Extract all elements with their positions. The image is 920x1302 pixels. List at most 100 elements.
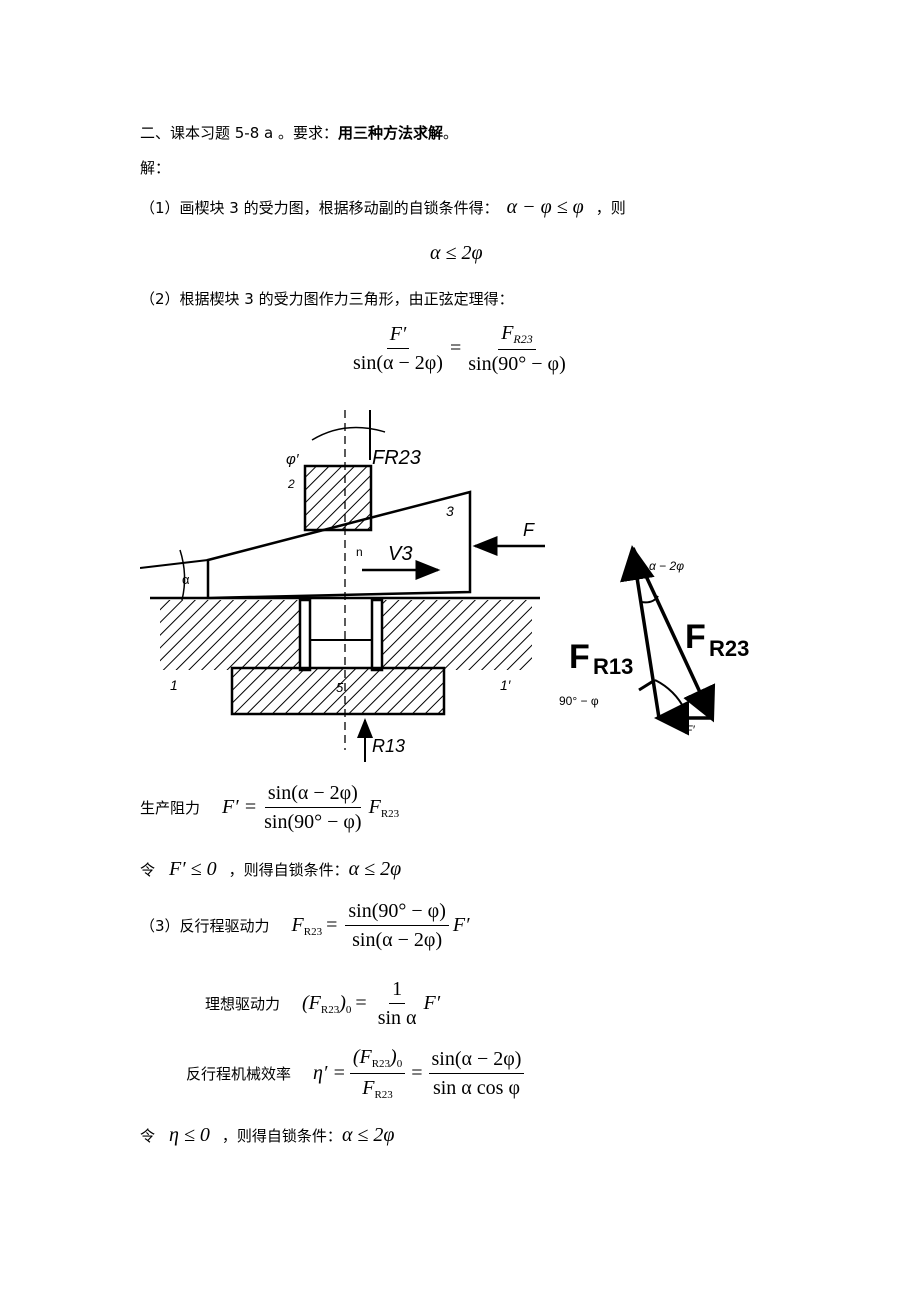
- step3-fraction: sin(90° − φ) sin(α − 2φ): [345, 900, 449, 951]
- base-right-hatch: [372, 600, 532, 670]
- let1-prefix: 令: [140, 861, 156, 879]
- let2-result: α ≤ 2φ: [341, 1124, 395, 1146]
- sine-lhs-fraction: F′ sin(α − 2φ): [350, 323, 446, 374]
- let2-condition: η ≤ 0: [169, 1124, 210, 1146]
- sine-lhs-num: F′: [386, 323, 410, 350]
- efficiency-num-sub: R23: [371, 1058, 391, 1070]
- sine-rhs-num-sub: R23: [513, 332, 533, 346]
- efficiency-num: (F: [352, 1046, 372, 1068]
- step1-condition: α − φ ≤ φ: [506, 196, 584, 218]
- let2-prefix: 令: [140, 1127, 156, 1145]
- step1-text: （1）画楔块 3 的受力图，根据移动副的自锁条件得：: [140, 199, 499, 217]
- step3-lhs-sub: R23: [303, 925, 323, 938]
- solution-label: 解：: [140, 159, 171, 177]
- let2-line: 令 η ≤ 0 ，则得自锁条件： α ≤ 2φ: [140, 1124, 394, 1147]
- let1-line: 令 F′ ≤ 0 ，则得自锁条件： α ≤ 2φ: [140, 858, 401, 881]
- production-resistance-tail-sub: R23: [380, 807, 400, 820]
- wedge-mechanism-figure: α F V3 n 3 2 φ′ FR23 R13 1 1′ 5: [140, 410, 545, 762]
- sine-rule-equation: F′ sin(α − 2φ) = FR23 sin(90° − φ): [346, 322, 573, 375]
- efficiency-rhs-den: sin α cos φ: [432, 1077, 520, 1100]
- heading-suffix: 。: [443, 124, 459, 142]
- base-left-hatch: [160, 600, 302, 670]
- let1-condition: F′ ≤ 0: [169, 858, 217, 880]
- ideal-lhs-sub0: 0: [345, 1003, 352, 1016]
- n-label: n: [356, 545, 363, 559]
- lower-block: [230, 666, 446, 716]
- block3-label: 3: [446, 503, 454, 519]
- efficiency-den: F: [362, 1077, 375, 1100]
- sine-lhs-den: sin(α − 2φ): [353, 352, 443, 375]
- r13-hand-label: R13: [372, 736, 405, 756]
- fr23-hand-label: FR23: [372, 447, 421, 469]
- ideal-num: 1: [389, 978, 406, 1004]
- phi-label: φ′: [286, 451, 300, 468]
- efficiency-label: 反行程机械效率: [186, 1065, 292, 1084]
- alpha-label: α: [182, 572, 190, 587]
- efficiency-den-sub: R23: [374, 1089, 393, 1102]
- step3-num: sin(90° − φ): [345, 900, 449, 926]
- ideal-fraction: 1 sin α: [375, 978, 420, 1029]
- production-resistance-fraction: sin(α − 2φ) sin(90° − φ): [261, 782, 364, 833]
- efficiency-lhs: η′ =: [313, 1062, 346, 1085]
- let2-mid: ，则得自锁条件：: [221, 1127, 342, 1145]
- phi-arc: [311, 426, 386, 441]
- step3-lhs: F: [291, 913, 304, 936]
- sine-rhs-num: F: [501, 322, 514, 344]
- slot-wall-left: [298, 598, 312, 672]
- efficiency-fraction-2: sin(α − 2φ) sin α cos φ: [428, 1048, 525, 1100]
- ideal-force-line: 理想驱动力 (FR23)0 = 1 sin α F′: [205, 978, 441, 1029]
- fr13-sub-label: R13: [593, 654, 633, 679]
- step1-then: ，则: [595, 199, 626, 217]
- bottom-angle-label: 90° − φ: [559, 694, 599, 708]
- step3-line: （3）反行程驱动力 FR23 = sin(90° − φ) sin(α − 2φ…: [140, 900, 470, 951]
- force-f-label: F: [523, 520, 535, 540]
- fr13-label: F: [569, 638, 590, 676]
- block2-label: 2: [287, 477, 295, 491]
- wedge-3: [206, 490, 472, 600]
- efficiency-fraction-1: (FR23)0 FR23: [349, 1046, 406, 1102]
- top-angle-arc: [640, 595, 659, 604]
- production-resistance-tail: F: [368, 795, 381, 818]
- block-2: [303, 464, 373, 532]
- let1-result: α ≤ 2φ: [348, 858, 402, 880]
- production-resistance-num: sin(α − 2φ): [264, 782, 361, 808]
- production-resistance-den: sin(90° − φ): [264, 811, 362, 833]
- ground-mid-label: 5: [336, 680, 344, 695]
- bottom-angle-arc: [654, 679, 686, 711]
- step1-result: α ≤ 2φ: [430, 242, 483, 264]
- f-prime-label: F′: [685, 723, 695, 737]
- ideal-tail: F′: [423, 992, 441, 1014]
- fr23-sub-label: R23: [709, 636, 749, 661]
- ground-left-label: 1: [170, 677, 178, 693]
- problem-heading: 二、课本习题 5-8 a 。要求：用三种方法求解。: [140, 122, 458, 143]
- heading-prefix: 二、课本习题 5-8 a 。要求：: [140, 124, 338, 142]
- slot-wall-right: [370, 598, 384, 672]
- production-resistance-label: 生产阻力: [140, 799, 201, 817]
- production-resistance-lhs: F′ =: [222, 796, 258, 818]
- fr13-vector: [620, 545, 661, 719]
- top-angle-label: α − 2φ: [649, 559, 684, 573]
- force-triangle: α − 2φ 90° − φ F R13 F R23 F′: [559, 545, 749, 737]
- production-resistance-line: 生产阻力 F′ = sin(α − 2φ) sin(90° − φ) FR23: [140, 782, 399, 833]
- sine-rhs-fraction: FR23 sin(90° − φ): [465, 322, 568, 375]
- efficiency-num-sub0: 0: [396, 1058, 403, 1070]
- step2-text: （2）根据楔块 3 的受力图作力三角形，由正弦定理得：: [140, 290, 514, 308]
- ideal-lhs: (F: [302, 991, 321, 1014]
- sine-rhs-den: sin(90° − φ): [468, 353, 566, 376]
- step1-line: （1）画楔块 3 的受力图，根据移动副的自锁条件得： α − φ ≤ φ ，则: [140, 196, 626, 219]
- alpha-arc: [179, 549, 186, 601]
- bottom-angle-tick: [638, 678, 656, 692]
- step3-tail: F′: [452, 914, 470, 936]
- step3-label: （3）反行程驱动力: [140, 917, 270, 935]
- efficiency-line: 反行程机械效率 η′ = (FR23)0 FR23 = sin(α − 2φ) …: [186, 1046, 528, 1101]
- let1-mid: ，则得自锁条件：: [228, 861, 349, 879]
- incline-extension: [140, 559, 209, 569]
- efficiency-num-close: ): [390, 1046, 397, 1068]
- step3-den: sin(α − 2φ): [352, 929, 443, 951]
- ideal-den: sin α: [377, 1007, 417, 1029]
- ground-right-label: 1′: [500, 677, 512, 693]
- velocity-label: V3: [388, 543, 412, 565]
- ideal-label: 理想驱动力: [205, 995, 281, 1013]
- ideal-lhs-close: ): [339, 991, 346, 1014]
- heading-emphasis: 用三种方法求解: [338, 124, 444, 142]
